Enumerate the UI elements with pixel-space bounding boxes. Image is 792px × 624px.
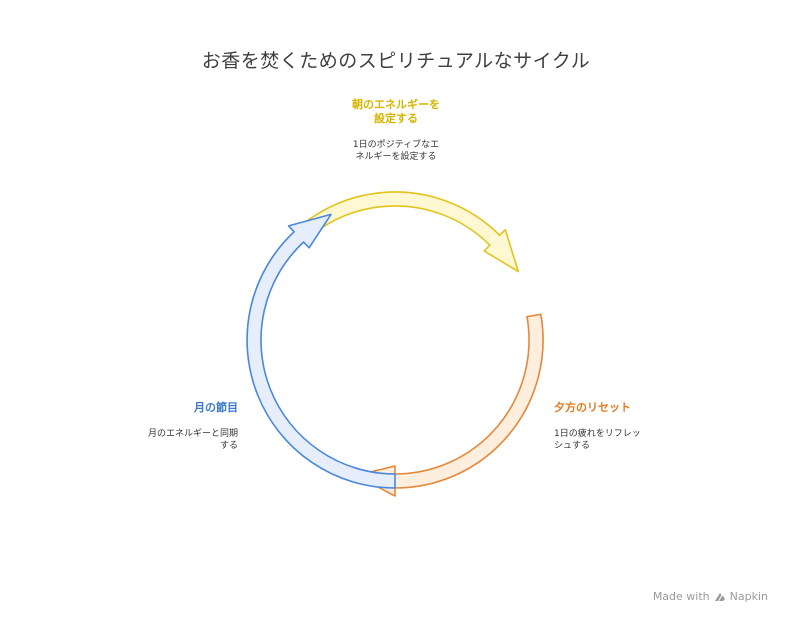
arc-morning xyxy=(270,191,520,273)
stage-label-morning: 朝のエネルギーを 設定する xyxy=(352,98,440,125)
made-with-text: Made with xyxy=(652,590,710,603)
napkin-logo-icon xyxy=(714,592,725,601)
napkin-brand-text: Napkin xyxy=(729,590,768,603)
stage-label-evening: 夕方のリセット xyxy=(554,401,631,414)
stage-desc-morning: 1日のポジティブなエ ネルギーを設定する xyxy=(352,140,440,162)
page-title: お香を焚くためのスピリチュアルなサイクル xyxy=(201,50,591,72)
stage-desc-evening: 1日の疲れをリフレッ シュする xyxy=(554,429,641,451)
stage-label-month: 月の節目 xyxy=(194,401,238,414)
made-with-napkin[interactable]: Made with Napkin xyxy=(653,590,768,603)
arc-evening xyxy=(355,313,544,497)
arc-month xyxy=(246,213,396,489)
stage-desc-month: 月のエネルギーと同期 する xyxy=(147,429,238,451)
